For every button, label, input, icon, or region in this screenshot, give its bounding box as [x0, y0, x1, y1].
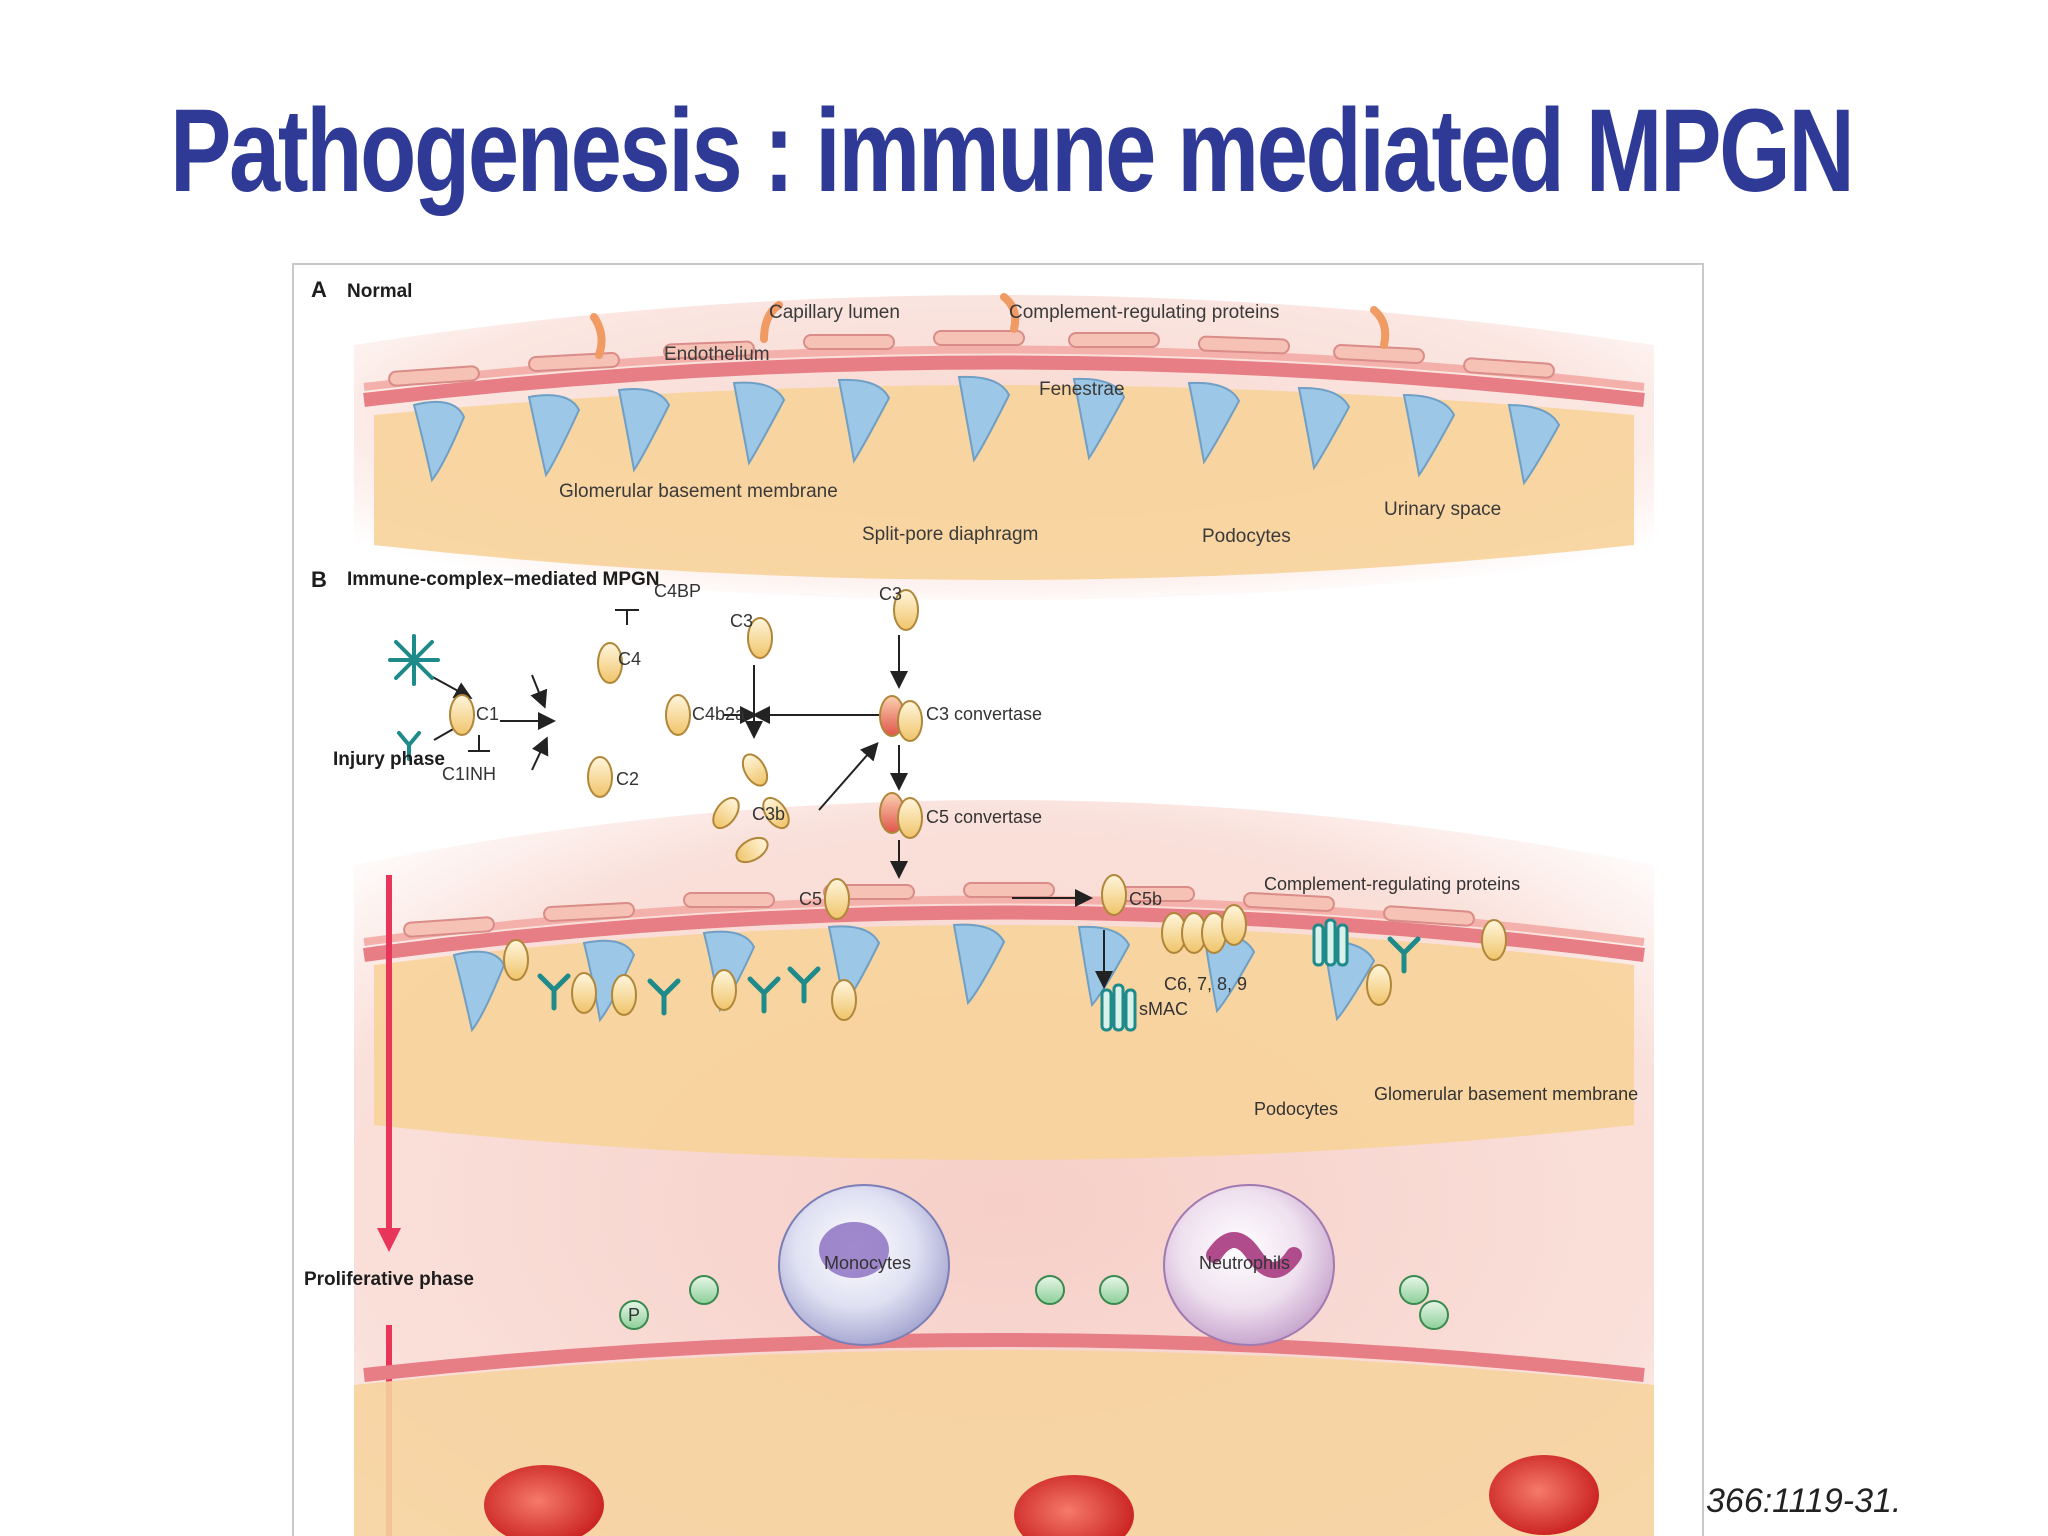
label-c4b2a: C4b2a: [692, 704, 746, 724]
label-c3-convertase: C3 convertase: [926, 704, 1042, 724]
label-c4bp: C4BP: [654, 581, 701, 601]
label-c5: C5: [799, 889, 822, 909]
complement-molecules: [449, 589, 1247, 954]
panel-b-endothelium-cells: [403, 882, 1475, 938]
slide-title: Pathogenesis : immune mediated MPGN: [170, 85, 1855, 217]
label-monocytes: Monocytes: [824, 1253, 911, 1273]
label-c5b: C5b: [1129, 889, 1162, 909]
label-podocytes-a: Podocytes: [1202, 526, 1291, 547]
label-c4: C4: [618, 649, 641, 669]
label-neutrophils: Neutrophils: [1199, 1253, 1290, 1273]
panel-b-title: Immune-complex–mediated MPGN: [347, 569, 660, 590]
panel-a-complement-regulating-proteins: [590, 293, 1390, 359]
label-c3-left: C3: [730, 611, 753, 631]
label-fenestrae: Fenestrae: [1039, 379, 1125, 400]
panel-a-podocyte-feet: [412, 375, 1561, 486]
label-c5-convertase: C5 convertase: [926, 807, 1042, 827]
label-c3b: C3b: [752, 804, 785, 824]
label-glomerular-basement-membrane-a: Glomerular basement membrane: [559, 481, 838, 502]
citation: 366:1119-31.: [1706, 1482, 1902, 1520]
label-glomerular-basement-membrane-b: Glomerular basement membrane: [1374, 1084, 1638, 1104]
immune-complex-stimuli: [388, 634, 440, 761]
label-podocytes-b: Podocytes: [1254, 1099, 1338, 1119]
panel-b-urinary-space: [374, 925, 1634, 1160]
label-endothelium: Endothelium: [664, 344, 770, 365]
label-smac: sMAC: [1139, 999, 1188, 1019]
mpgn-pathogenesis-figure: A Normal Capillary lumen Complement-regu…: [292, 263, 1704, 1536]
label-split-pore-diaphragm: Split-pore diaphragm: [862, 524, 1038, 545]
panel-a-normal: A Normal Capillary lumen Complement-regu…: [294, 265, 1702, 600]
label-c1: C1: [476, 704, 499, 724]
proliferative-phase-label: Proliferative phase: [304, 1269, 474, 1290]
antibodies: [537, 936, 1421, 1016]
panel-a-title: Normal: [347, 281, 412, 302]
panel-b-immune-complex-mpgn: B Immune-complex–mediated MPGN: [304, 567, 1654, 1536]
bound-immune-complexes: [503, 919, 1507, 1021]
label-complement-regulating-proteins-a: Complement-regulating proteins: [1009, 302, 1279, 323]
panel-a-letter: A: [311, 277, 327, 302]
label-capillary-lumen: Capillary lumen: [769, 302, 900, 323]
label-c2: C2: [616, 769, 639, 789]
proliferative-region: [354, 1184, 1654, 1536]
smac-complex: [1100, 918, 1349, 1032]
label-p: P: [628, 1305, 640, 1325]
panel-a-endothelium-cells: [388, 330, 1555, 387]
panel-b-basement-membrane: [363, 905, 1645, 962]
panel-a-basement-membrane: [363, 355, 1645, 407]
label-c6789: C6, 7, 8, 9: [1164, 974, 1247, 994]
red-blood-cell: [484, 1465, 604, 1536]
complement-pathway: [428, 609, 1113, 989]
injury-phase-label: Injury phase: [333, 749, 445, 770]
label-urinary-space: Urinary space: [1384, 499, 1501, 520]
label-c3-right: C3: [879, 584, 902, 604]
neutrophil-cell: [1163, 1184, 1335, 1346]
label-complement-regulating-proteins-b: Complement-regulating proteins: [1264, 874, 1520, 894]
panel-b-letter: B: [311, 567, 327, 592]
label-c1inh: C1INH: [442, 764, 496, 784]
